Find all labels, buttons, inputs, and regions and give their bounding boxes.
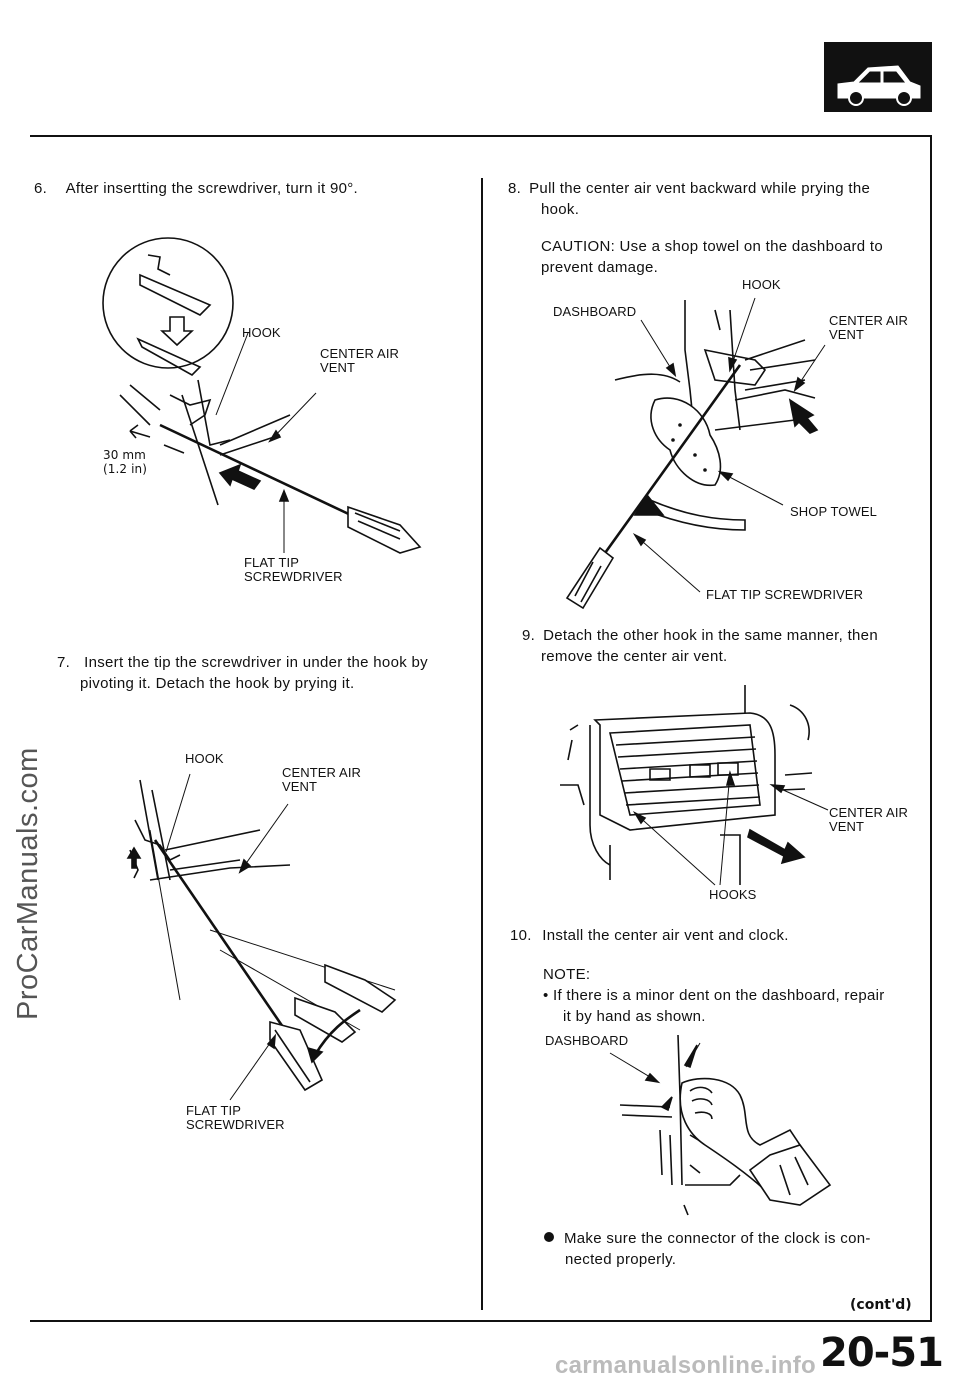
fig2-screwdriver-line1: FLAT TIP — [186, 1103, 241, 1118]
final-line2: nected properly. — [565, 1251, 677, 1268]
side-watermark: ProCarManuals.com — [12, 747, 44, 1020]
fig1-vent-line2: VENT — [320, 360, 356, 375]
fig1-screwdriver-line2: SCREWDRIVER — [244, 569, 343, 584]
fig1-vent-label: CENTER AIR VENT — [320, 347, 399, 375]
fig2-screwdriver-label: FLAT TIP SCREWDRIVER — [186, 1104, 285, 1132]
step-10-number: 10. — [510, 927, 532, 944]
step-9-line2: remove the center air vent. — [541, 648, 728, 665]
column-divider — [481, 178, 483, 1310]
bottom-rule — [30, 1320, 932, 1322]
fig3-screwdriver-label: FLAT TIP SCREWDRIVER — [706, 587, 864, 602]
figure-pull-vent — [565, 297, 826, 610]
step-8-line2: hook. — [541, 201, 580, 218]
section-car-icon — [824, 42, 932, 112]
step-9: 9. Detach the other hook in the same mann… — [522, 625, 922, 667]
figure-turn-screwdriver — [102, 237, 422, 554]
fig4-hooks-label: HOOKS — [709, 887, 757, 902]
step-7-number: 7. — [57, 654, 71, 671]
fig2-vent-label: CENTER AIR VENT — [282, 766, 361, 794]
fig2-vent-line1: CENTER AIR — [282, 765, 362, 780]
caution: CAUTION: Use a shop towel on the dashboa… — [541, 236, 921, 278]
fig3-towel-label: SHOP TOWEL — [790, 504, 877, 519]
fig3-hook-label: HOOK — [742, 277, 781, 292]
fig1-dimension-mm: 30 mm — [103, 448, 146, 462]
caution-line1: CAUTION: Use a shop towel on the dashboa… — [541, 238, 884, 255]
step-10-text: Install the center air vent and clock. — [542, 927, 789, 944]
fig1-screwdriver-label: FLAT TIP SCREWDRIVER — [244, 556, 343, 584]
note: NOTE: • If there is a minor dent on the … — [543, 964, 923, 1027]
step-9-line1: Detach the other hook in the same manner… — [543, 627, 878, 644]
figure-remove-vent — [560, 685, 829, 886]
fig5-dashboard-label: DASHBOARD — [545, 1033, 629, 1048]
fig4-vent-line1: CENTER AIR — [829, 805, 909, 820]
fig3-dashboard-label: DASHBOARD — [553, 304, 637, 319]
note-bullet-line1: • If there is a minor dent on the dashbo… — [543, 987, 885, 1004]
figure-pry-hook — [126, 773, 397, 1101]
step-9-number: 9. — [522, 627, 536, 644]
step-6: 6. After insertting the screwdriver, tur… — [34, 178, 454, 199]
fig2-screwdriver-line2: SCREWDRIVER — [186, 1117, 285, 1132]
note-title: NOTE: — [543, 966, 591, 983]
fig1-dimension-label: 30 mm (1.2 in) — [103, 448, 147, 476]
page-number: 20-51 — [820, 1330, 944, 1376]
right-edge-rule — [930, 135, 932, 1322]
fig1-hook-label: HOOK — [242, 325, 281, 340]
continued-label: (cont'd) — [850, 1297, 912, 1313]
note-bullet-line2: it by hand as shown. — [563, 1008, 706, 1025]
fig3-vent-label: CENTER AIR VENT — [829, 314, 908, 342]
fig2-hook-label: HOOK — [185, 751, 224, 766]
fig4-vent-label: CENTER AIR VENT — [829, 806, 908, 834]
step-7: 7. Insert the tip the screwdriver in unde… — [57, 652, 477, 694]
fig3-vent-line1: CENTER AIR — [829, 313, 909, 328]
step-6-number: 6. — [34, 180, 48, 197]
fig2-vent-line2: VENT — [282, 779, 318, 794]
final-line1: Make sure the connector of the clock is … — [564, 1230, 871, 1247]
caution-line2: prevent damage. — [541, 259, 659, 276]
step-8: 8. Pull the center air vent backward whil… — [508, 178, 918, 220]
fig4-vent-line2: VENT — [829, 819, 865, 834]
step-8-number: 8. — [508, 180, 522, 197]
fig1-screwdriver-line1: FLAT TIP — [244, 555, 299, 570]
step-10: 10. Install the center air vent and cloc… — [510, 925, 910, 946]
footer-watermark: carmanualsonline.info — [555, 1352, 817, 1379]
fig1-dimension-in: (1.2 in) — [103, 462, 148, 476]
fig1-vent-line1: CENTER AIR — [320, 346, 400, 361]
step-7-line2: pivoting it. Detach the hook by prying i… — [80, 675, 355, 692]
final-check: Make sure the connector of the clock is … — [544, 1228, 924, 1270]
step-8-line1: Pull the center air vent backward while … — [529, 180, 871, 197]
step-6-text: After insertting the screwdriver, turn i… — [65, 180, 359, 197]
top-rule — [30, 135, 932, 137]
figure-repair-dent — [609, 1034, 832, 1216]
step-7-line1: Insert the tip the screwdriver in under … — [84, 654, 428, 671]
bullet-dot-icon — [544, 1232, 554, 1242]
fig3-vent-line2: VENT — [829, 327, 865, 342]
